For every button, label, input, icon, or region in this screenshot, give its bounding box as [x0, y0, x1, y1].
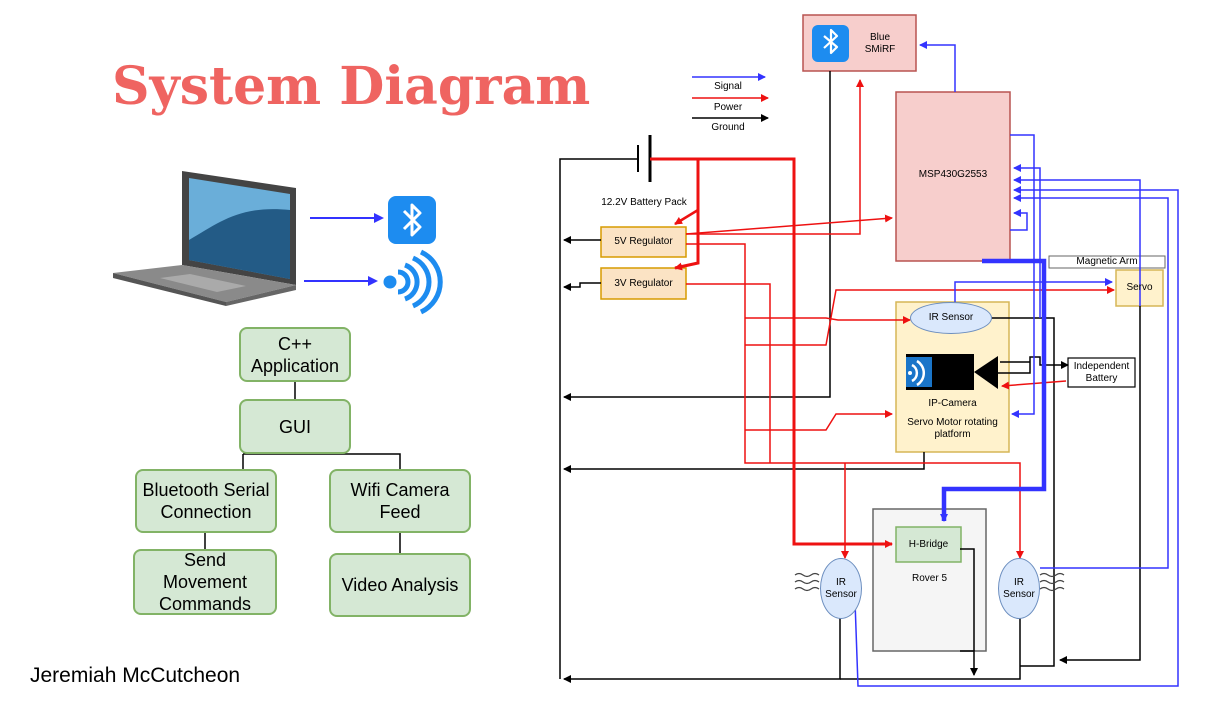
magnetic-arm-block [1048, 255, 1166, 269]
independent-battery-block [1067, 357, 1136, 388]
bluesmirf-label: Blue SMiRF [864, 32, 896, 55]
gui-box: GUI [239, 399, 351, 454]
wifi-signal-icon [383, 249, 443, 315]
software-tree-lines [204, 382, 401, 553]
bluetooth-icon [388, 196, 436, 244]
reg5-block [600, 226, 687, 258]
send-movement-commands-box: Send Movement Commands [133, 549, 277, 615]
mcu-block [895, 91, 1011, 262]
ir-wave-icons [794, 572, 1065, 592]
cpp-application-box: C++ Application [239, 327, 351, 382]
page-title: System Diagram [112, 56, 591, 117]
ground-wires [559, 71, 1141, 683]
laptop-icon [113, 171, 296, 306]
servo-label: Servo [1126, 282, 1153, 293]
rover-label: Rover 5 [911, 573, 947, 584]
reg3-label: 3V Regulator [614, 277, 673, 289]
ir-sensor-top: IR Sensor [910, 302, 992, 334]
hbridge-block [895, 526, 962, 563]
independent-battery-label: Independent Battery [1073, 360, 1130, 384]
legend-signal-label: Signal [714, 81, 742, 92]
ir-sensor-right: IR Sensor [998, 558, 1040, 619]
camera-icon [906, 354, 998, 390]
legend [692, 73, 769, 122]
reg5-label: 5V Regulator [614, 236, 673, 247]
servo-platform-label: Servo Motor rotating platform [907, 417, 998, 440]
legend-ground-label: Ground [711, 122, 745, 133]
bluetooth-serial-box: Bluetooth Serial Connection [135, 469, 277, 533]
magnetic-arm-label: Magnetic Arm [1076, 256, 1138, 267]
power-wires [650, 79, 1115, 559]
mcu-label: MSP430G2553 [918, 169, 988, 180]
video-analysis-box: Video Analysis [329, 553, 471, 617]
legend-power-label: Power [713, 102, 743, 113]
signal-wires [854, 41, 1179, 687]
reg3-block [600, 267, 687, 300]
battery-label: 12.2V Battery Pack [601, 197, 687, 208]
ir-sensor-left: IR Sensor [820, 558, 862, 619]
ip-camera-label: IP-Camera [928, 398, 977, 409]
battery-symbol [637, 135, 652, 182]
author-name: Jeremiah McCutcheon [30, 664, 241, 687]
hbridge-label: H-Bridge [908, 538, 949, 550]
wifi-camera-feed-box: Wifi Camera Feed [329, 469, 471, 533]
